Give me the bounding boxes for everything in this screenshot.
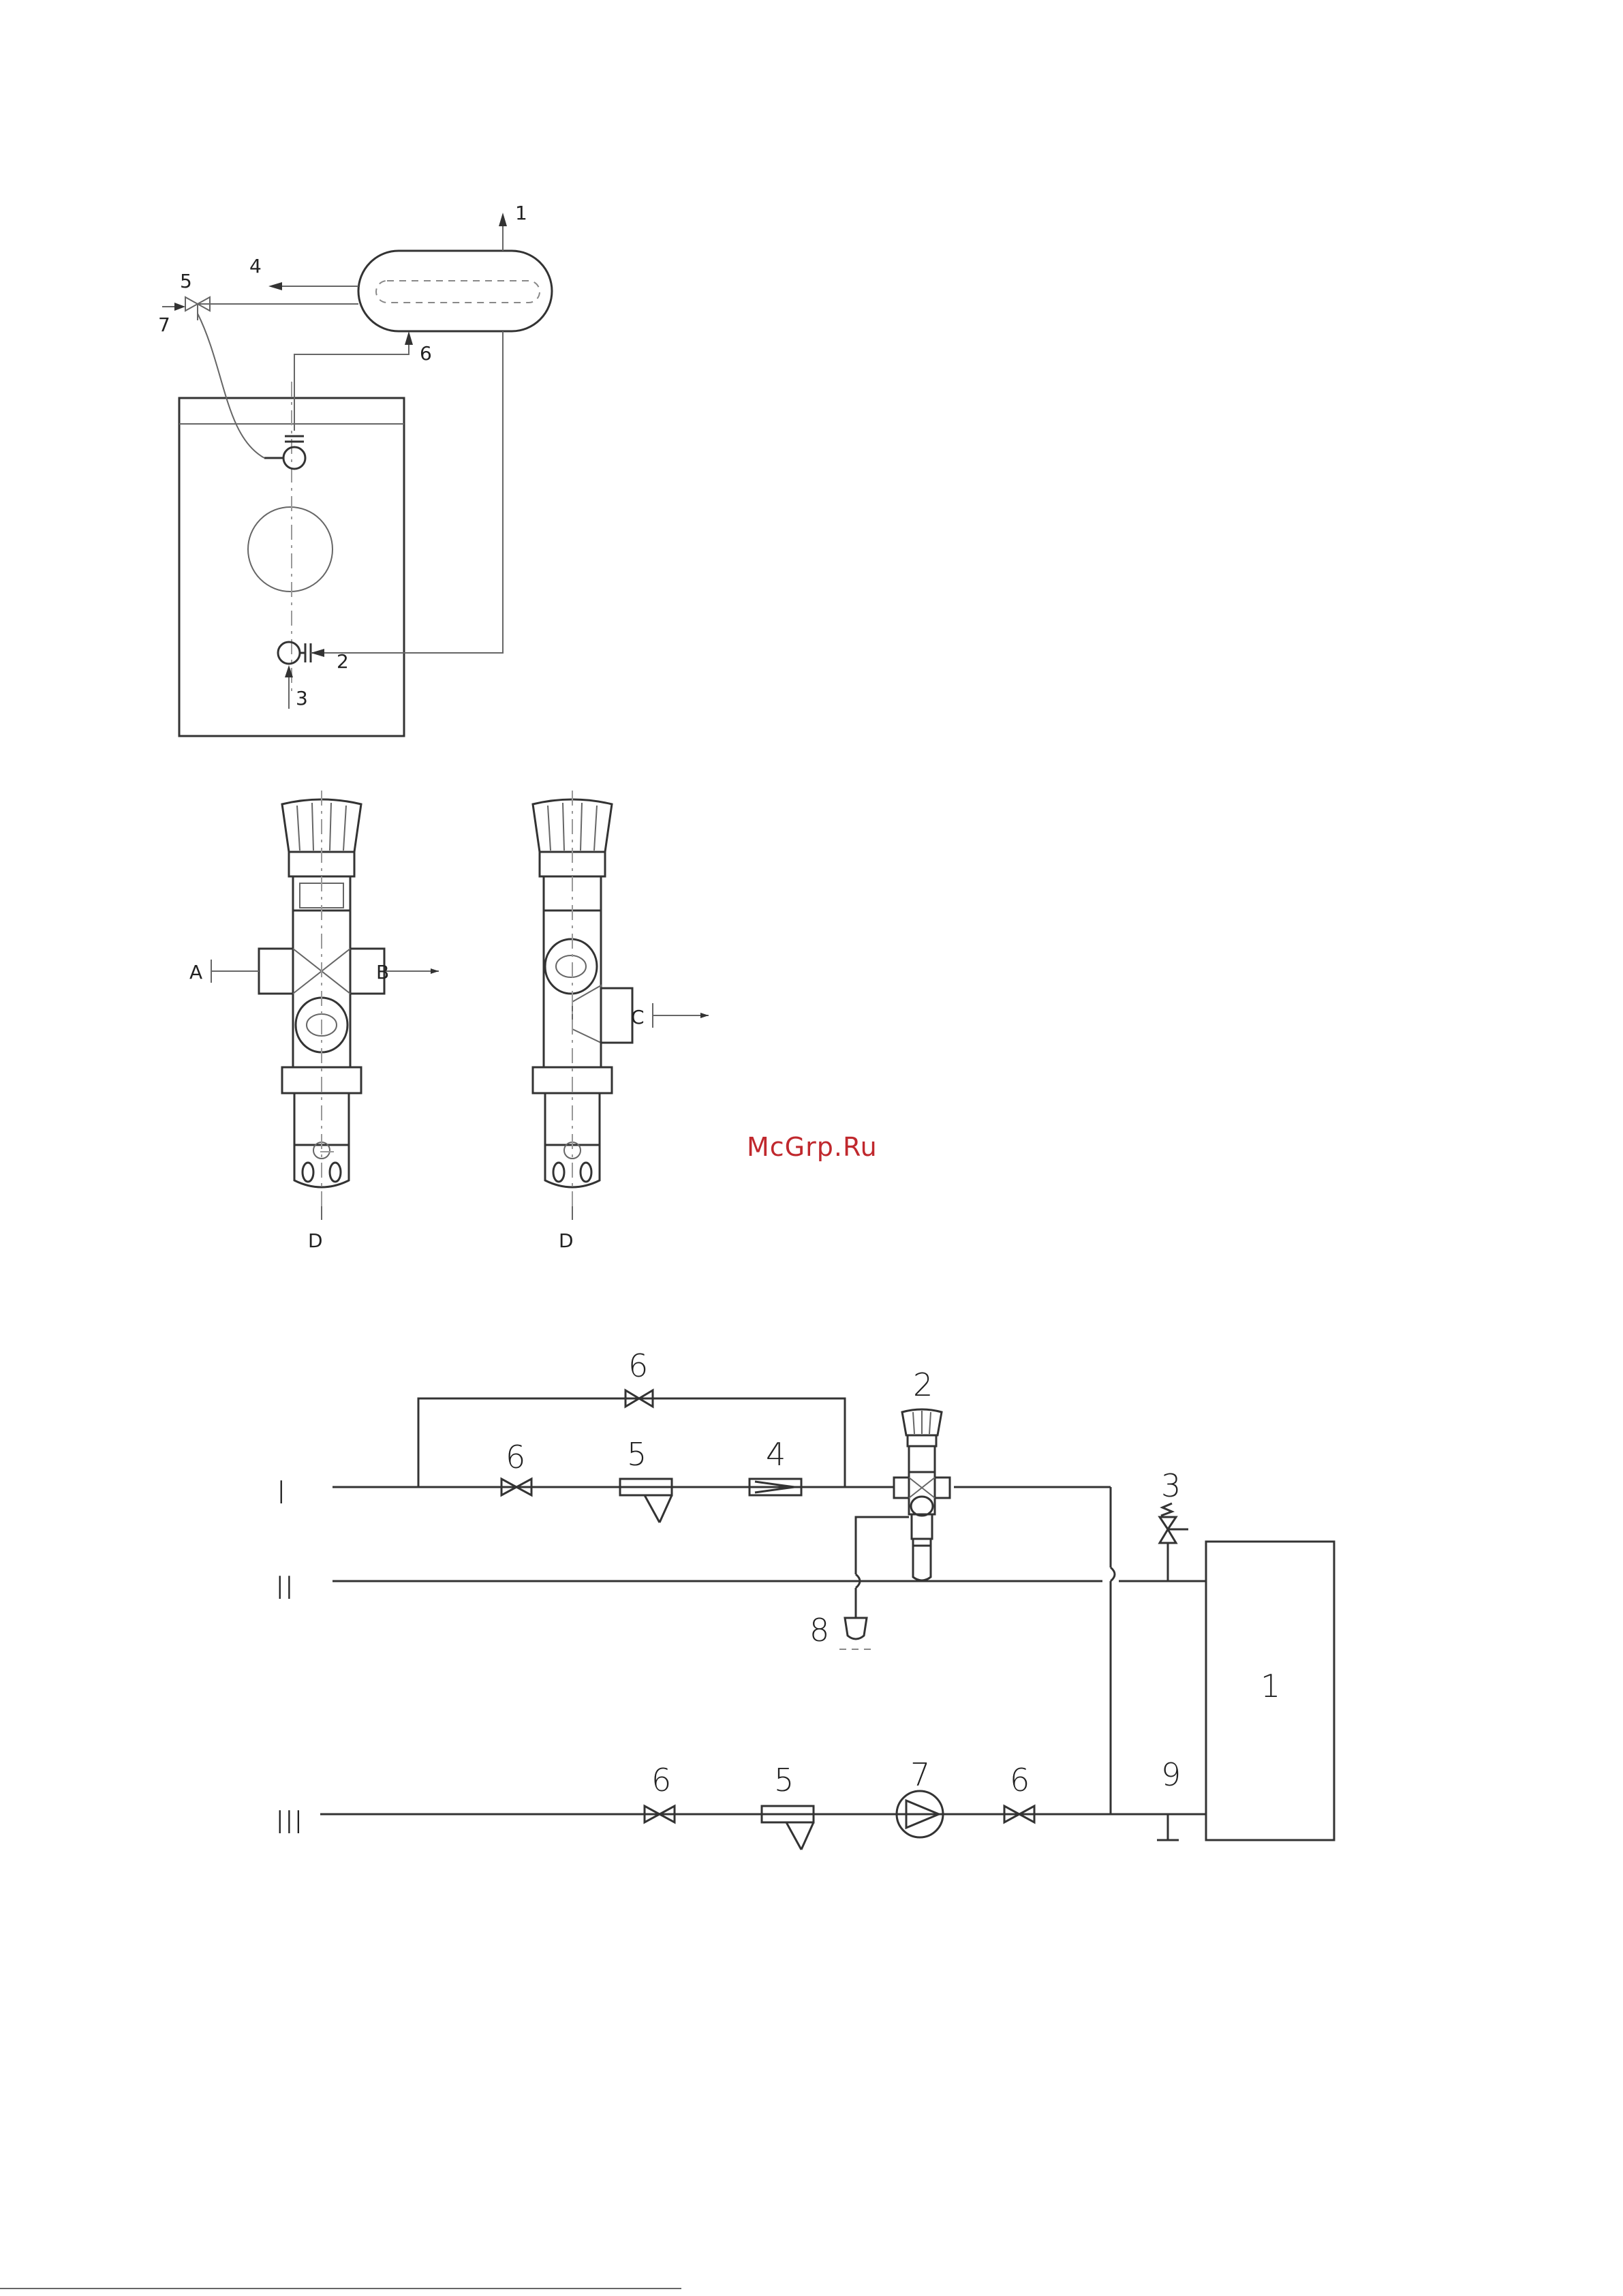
safety-valve-spring [1161,1503,1172,1516]
mixer-port-right [935,1478,950,1498]
label-valve-lower-left: 6 [651,1762,671,1798]
mixer-knob-rib [913,1412,914,1434]
knob-rib [343,806,346,851]
boiler-circle [248,507,333,592]
knob-rib [563,803,564,851]
arrow-2 [311,649,324,657]
arrow-b [431,968,439,974]
knob-rib [594,806,597,851]
drain-pipe-upper [856,1517,909,1574]
hole [581,1163,591,1182]
mixer-port-left [894,1478,909,1498]
hole [303,1163,313,1182]
watermark: McGrp.Ru [747,1132,878,1162]
label-7: 7 [158,313,170,336]
safety-valve-top [1160,1517,1176,1529]
valve-right-sight [545,939,597,994]
filter-lower-leg-2 [801,1822,814,1850]
label-1: 1 [515,202,527,224]
pipe-6 [294,334,409,431]
label-valve-upper: 6 [506,1439,525,1475]
arrow-7 [174,303,185,311]
mixer-collar [908,1435,936,1446]
valve-front-view: A B D [189,791,439,1252]
valve-right-sight-inner [556,955,586,977]
mixer-stem [912,1514,932,1539]
pipe-2 [311,331,503,653]
label-check-valve: 4 [766,1436,786,1473]
mixer-foot [913,1546,931,1580]
knob-rib [330,803,331,851]
label-tap: 9 [1161,1756,1181,1793]
label-bypass-valve: 6 [628,1347,648,1384]
mixer-upper [909,1446,935,1472]
label-4: 4 [249,255,262,277]
port-c [601,988,632,1043]
label-d-left: D [308,1229,323,1252]
label-3: 3 [296,687,308,709]
lower-fitting [278,642,300,664]
label-filter-upper: 5 [627,1436,647,1473]
knob-rib [297,806,300,851]
storage-tank [358,251,552,331]
arrow-6 [405,331,413,345]
line-i-crossover-1 [1111,1567,1115,1581]
line-label-1: I [277,1474,286,1511]
label-2: 2 [337,650,349,673]
label-d-right: D [559,1229,574,1252]
filter-upper-leg-2 [660,1495,672,1522]
safety-valve-bottom [1160,1529,1176,1543]
valve-side-view: C D [533,791,709,1252]
pipe-valve-to-boiler [198,313,264,458]
hole [330,1163,341,1182]
label-pump: 7 [910,1756,930,1793]
label-b: B [376,961,389,983]
label-heater: 1 [1261,1668,1280,1704]
tank-inner-coil [376,281,540,303]
label-filter-lower: 5 [774,1762,794,1798]
label-valve-lower-right: 6 [1010,1762,1030,1798]
mixer-body [909,1472,935,1514]
knob-rib [312,803,313,851]
arrow-1 [499,213,507,226]
mixer-knob-rib [929,1412,931,1434]
line-label-2: II [275,1570,294,1606]
valve-5-left [185,297,198,311]
mixer-nut [913,1539,931,1546]
drain-funnel [845,1618,867,1639]
diagram-valve-views: A B D [189,791,709,1252]
label-6: 6 [420,342,432,365]
label-drain: 8 [809,1612,829,1649]
port-a [259,949,293,994]
line-label-3: III [275,1804,303,1841]
diagram-tank-connection: 1 2 3 4 5 6 7 [158,202,552,736]
filter-lower-leg-1 [786,1822,801,1850]
arrow-c [700,1013,709,1018]
diagram-piping-scheme: I II III 6 6 5 4 [275,1347,1334,1850]
knob-rib [581,803,582,851]
arrow-4 [268,282,282,290]
label-c: C [631,1006,645,1028]
label-mixer: 2 [913,1366,933,1403]
filter-upper-leg-1 [645,1495,660,1522]
hole [553,1163,564,1182]
label-a: A [189,961,202,983]
label-safety-valve: 3 [1161,1467,1181,1504]
mixer-sight [911,1497,933,1516]
knob-rib [548,806,551,851]
label-5: 5 [180,270,192,292]
upper-fitting [283,447,305,469]
